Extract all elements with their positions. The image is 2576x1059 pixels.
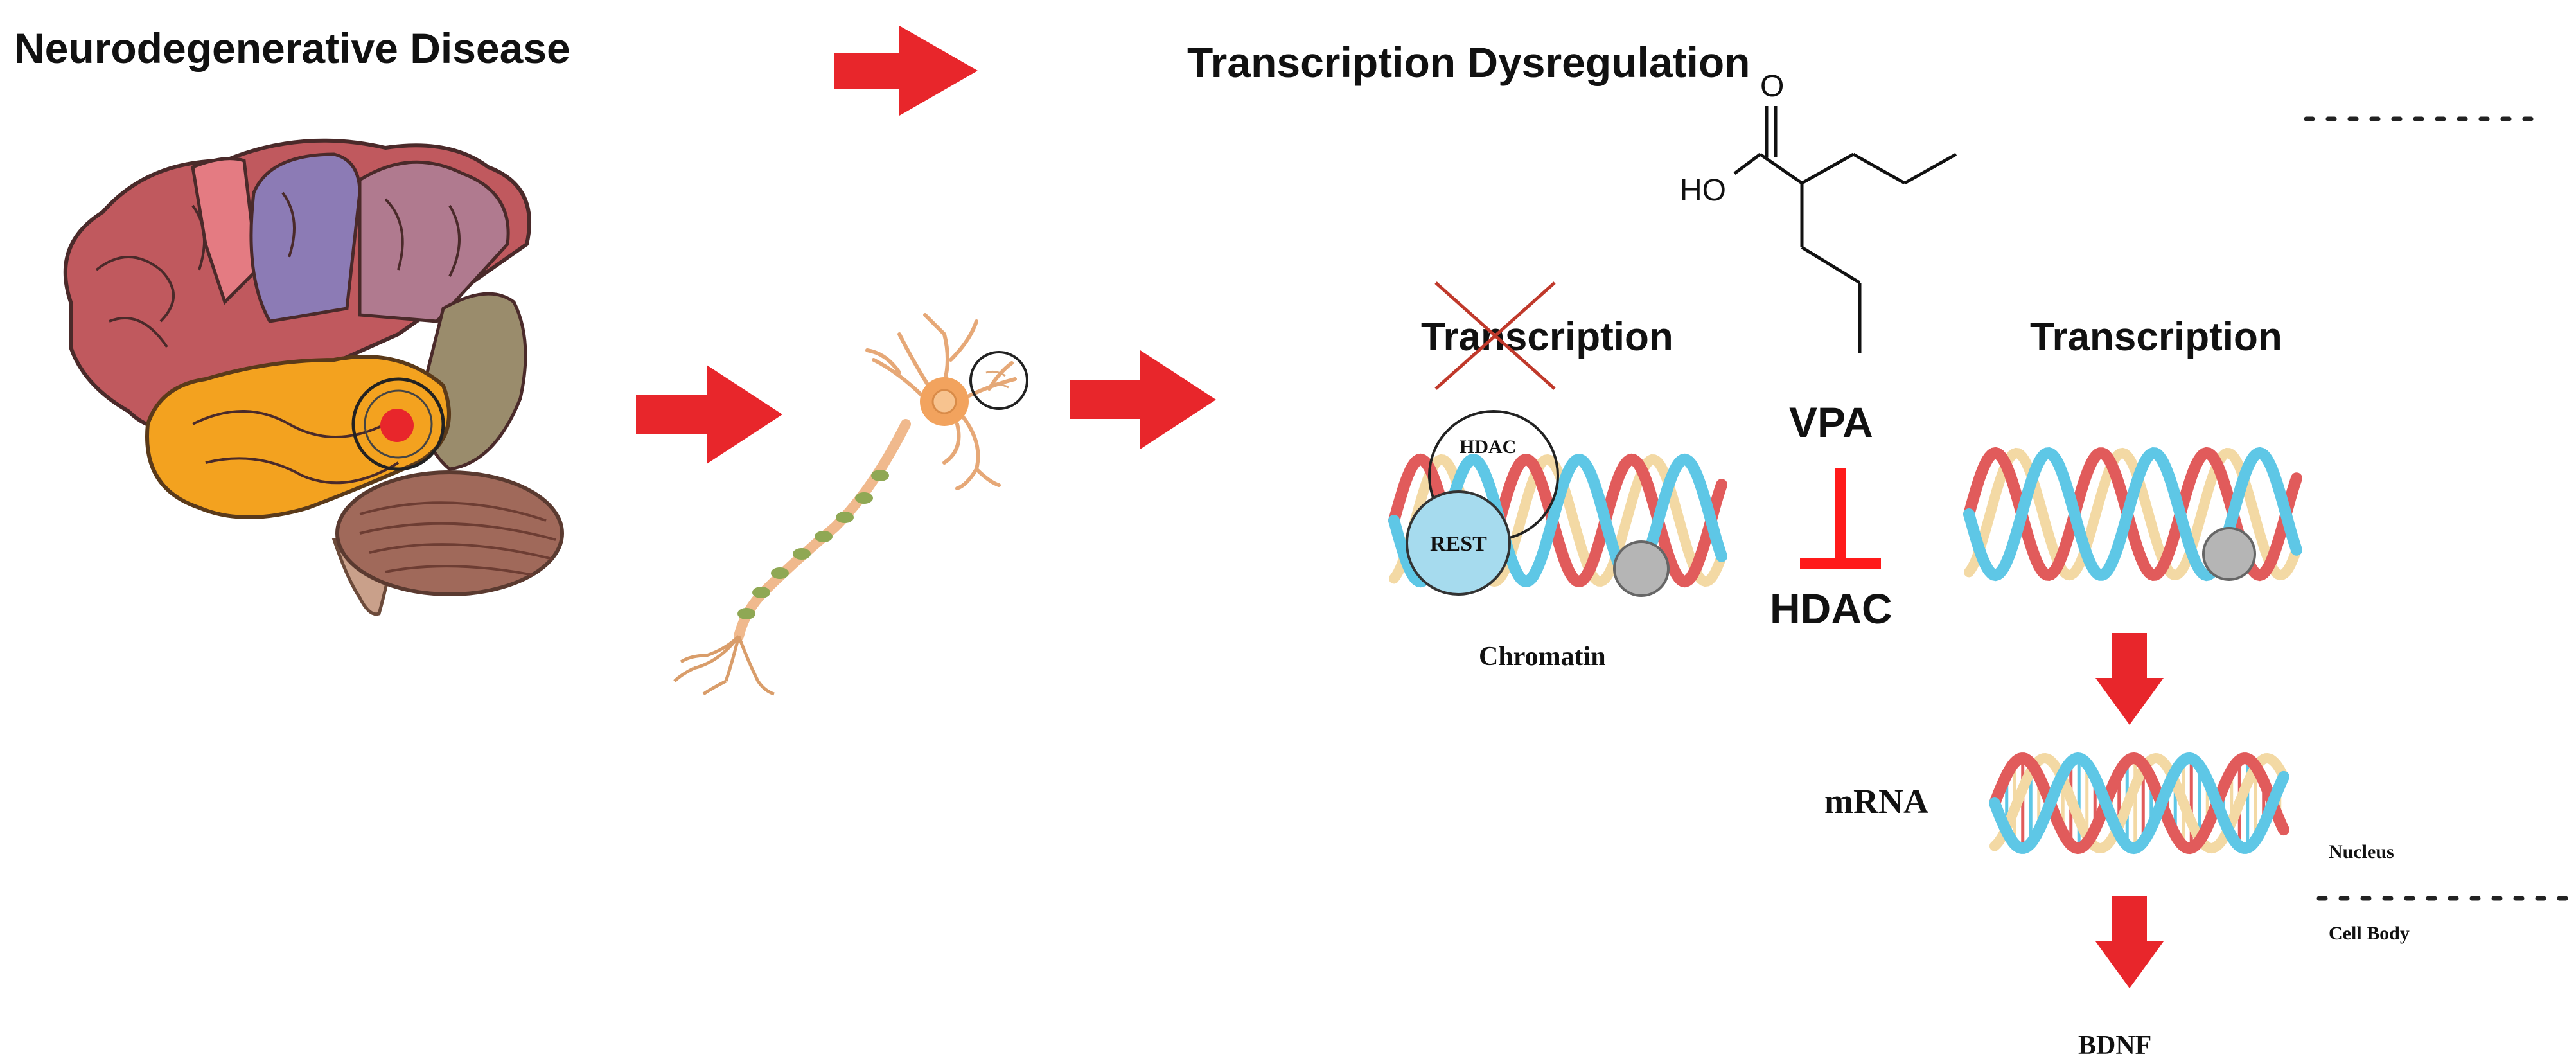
- arrow-mrna-to-bdnf: [2095, 896, 2164, 988]
- arrow-dna-to-mrna: [2095, 633, 2164, 725]
- carbonyl-oxygen-label: O: [1760, 69, 1784, 103]
- hdac-label: HDAC: [1770, 585, 1892, 632]
- hydroxyl-label: HO: [1680, 174, 1726, 208]
- nucleus-label: Nucleus: [2329, 841, 2394, 862]
- valproic-acid-structure-icon: [1733, 106, 1957, 353]
- arrow-top: [834, 26, 978, 116]
- chromatin-right: Transcription: [1963, 315, 2302, 582]
- mrna-helix: [1989, 752, 2289, 855]
- cell-body-label: Cell Body: [2329, 923, 2410, 944]
- inhibition-symbol: [1800, 468, 1881, 569]
- transcription-blocked-label: Transcription: [1421, 315, 1673, 359]
- brain-illustration-icon: [63, 138, 564, 616]
- transcription-active-label: Transcription: [2030, 315, 2282, 359]
- chromatin-left: HDAC REST Transcription Chromatin: [1388, 281, 1727, 672]
- dna-strand: [1989, 752, 2289, 854]
- arrow-neuron-to-chromatin: [1070, 350, 1216, 449]
- vpa-label: VPA: [1789, 398, 1873, 446]
- bdnf-label: BDNF: [2078, 1031, 2151, 1059]
- chromatin-label: Chromatin: [1479, 642, 1606, 672]
- title-transcription-dysregulation: Transcription Dysregulation: [1187, 39, 1751, 86]
- arrow-brain-to-neuron: [636, 365, 782, 464]
- histone-right: [2202, 527, 2256, 581]
- rest-label: REST: [1430, 532, 1487, 556]
- mrna-label: mRNA: [1824, 782, 1928, 821]
- dna-strand: [1963, 447, 2302, 582]
- dna-strand: [1989, 752, 2289, 855]
- cross-out-icon: [1434, 281, 1556, 390]
- neuron-illustration-icon: [673, 313, 1028, 696]
- histone-left: [1613, 540, 1670, 597]
- dna-strand: [1989, 752, 2289, 855]
- title-neurodegenerative-disease: Neurodegenerative Disease: [14, 24, 570, 72]
- rest-circle: [1406, 490, 1511, 596]
- hdac-circle-label: HDAC: [1460, 436, 1516, 458]
